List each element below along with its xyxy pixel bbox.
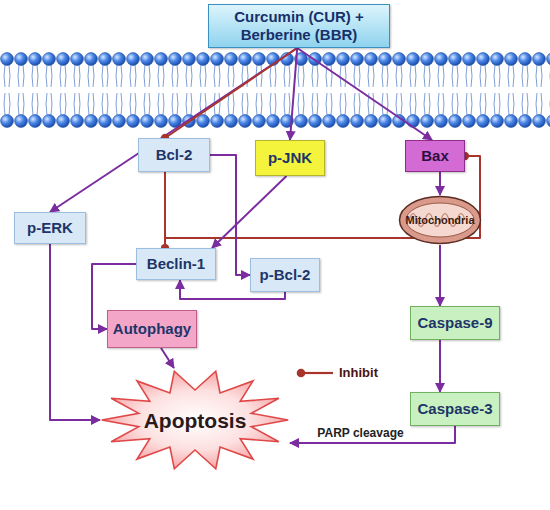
node-label: Caspase-9: [417, 314, 492, 332]
arrow-connector: [50, 48, 297, 212]
legend-swatch: [296, 366, 334, 380]
node-label: p-ERK: [27, 219, 73, 237]
node-label: Apoptosis: [144, 408, 247, 433]
arrow-connector: [50, 244, 100, 420]
protein-box: Caspase-9: [410, 306, 500, 340]
legend-entry: Inhibit: [296, 365, 378, 380]
node-text-group: Bcl-2: [153, 146, 196, 164]
node-label: Bcl-2: [156, 146, 193, 164]
node-label: Bax: [421, 147, 449, 165]
arrow-connector: [210, 155, 250, 275]
protein-box: p-ERK: [14, 212, 86, 244]
process-box: Autophagy: [107, 310, 197, 348]
arrow-connector: [212, 176, 287, 248]
node-text-group: Curcumin (CUR) + Berberine (BBR): [209, 8, 389, 44]
node-text-group: Apoptosis: [141, 408, 250, 433]
node-label: Curcumin (CUR) + Berberine (BBR): [212, 8, 386, 44]
arrow-connector: [297, 48, 432, 140]
protein-box: p-JNK: [255, 140, 325, 176]
protein-box: Bcl-2: [138, 138, 210, 172]
arrow-connector: [439, 245, 441, 306]
node-text-group: Caspase-3: [414, 400, 495, 418]
arrow-connector: [439, 340, 441, 392]
node-text-group: Caspase-9: [414, 314, 495, 332]
node-text-group: p-ERK: [24, 219, 76, 237]
arrow-connector: [161, 348, 174, 368]
node-label: Autophagy: [113, 320, 191, 338]
protein-box: Bax: [405, 140, 465, 172]
arrow-connector: [439, 172, 441, 195]
node-text-group: Mitochondria: [402, 214, 477, 227]
node-label: p-JNK: [268, 149, 312, 167]
protein-box: Caspase-3: [410, 392, 500, 426]
node-text-group: p-Bcl-2: [257, 266, 314, 284]
legend-text: Inhibit: [339, 365, 378, 380]
inhibit-line: [165, 48, 297, 138]
node-label: Mitochondria: [405, 214, 474, 227]
arrow-connector: [290, 48, 297, 140]
node-label: Beclin-1: [147, 255, 205, 273]
protein-box: Beclin-1: [136, 248, 216, 280]
node-text-group: Autophagy: [110, 320, 194, 338]
mitochondria-shape: Mitochondria: [398, 195, 482, 245]
arrow-connector: [290, 426, 455, 443]
node-label: Caspase-3: [417, 400, 492, 418]
node-text-group: p-JNK: [265, 149, 315, 167]
node-text-group: Beclin-1: [144, 255, 208, 273]
edge-label: PARP cleavage: [317, 426, 403, 440]
node-label: p-Bcl-2: [260, 266, 311, 284]
protein-box: p-Bcl-2: [250, 258, 320, 292]
drug-box: Curcumin (CUR) + Berberine (BBR): [208, 4, 390, 48]
node-text-group: Bax: [418, 147, 452, 165]
legend: Inhibit: [296, 365, 378, 380]
apoptosis-burst: Apoptosis: [100, 368, 290, 472]
